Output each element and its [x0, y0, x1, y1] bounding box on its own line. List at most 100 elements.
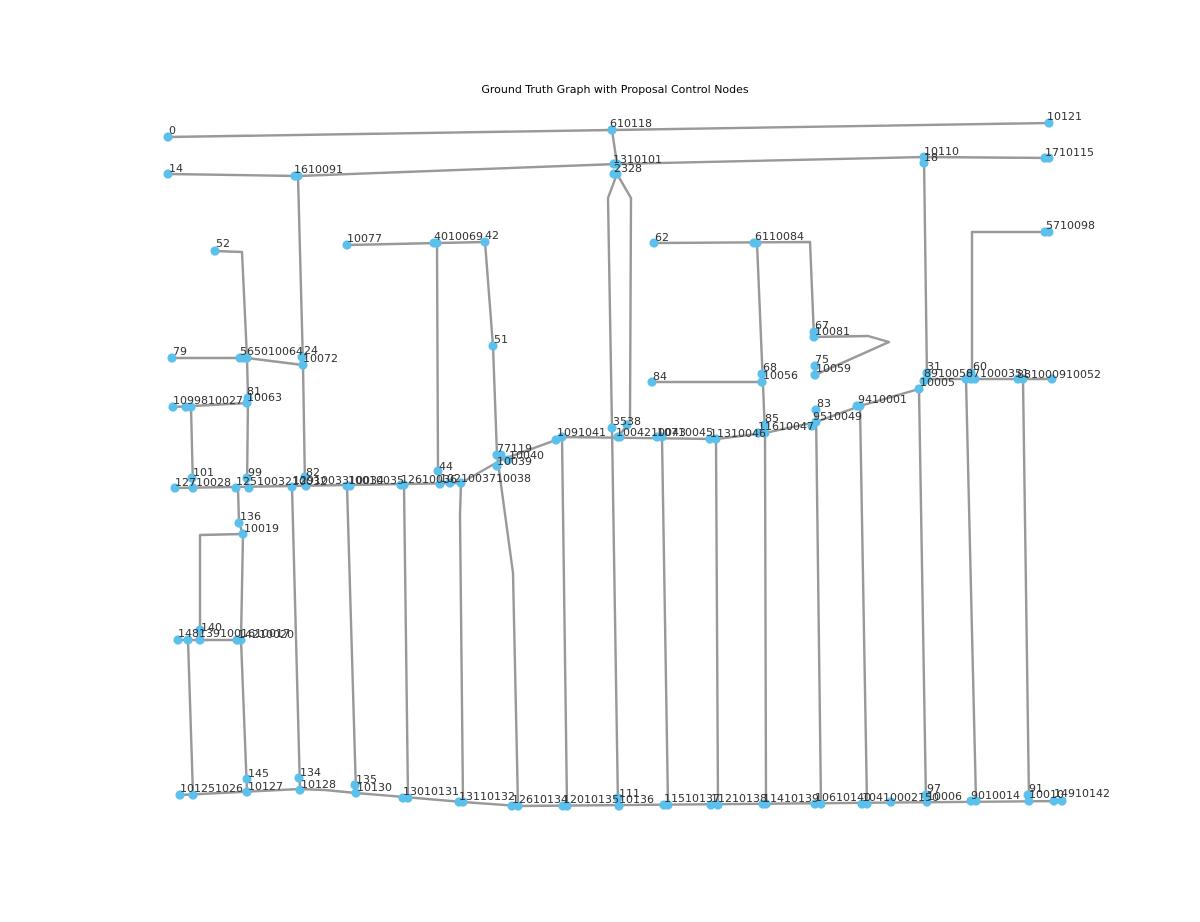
node-label: 2328 — [614, 162, 642, 175]
graph-node-10041 — [557, 432, 567, 442]
graph-node-10009 — [1018, 374, 1028, 384]
node-label: 10130 — [357, 781, 392, 794]
graph-node-68 — [757, 369, 767, 379]
graph-node-10064 — [242, 353, 252, 363]
graph-node-10098 — [1044, 227, 1054, 237]
graph-node-10072 — [298, 360, 308, 370]
graph-node-101 — [187, 473, 197, 483]
node-label: 1004210043 — [616, 426, 686, 439]
graph-node-10002 — [862, 799, 872, 809]
graph-node-62 — [649, 238, 659, 248]
node-label: 4010069 — [434, 230, 483, 243]
graph-node-135 — [350, 780, 360, 790]
graph-node-35 — [607, 423, 617, 433]
graph-node-10121 — [1044, 118, 1054, 128]
graph-node-10063 — [242, 398, 252, 408]
node-label: 11610047 — [758, 420, 814, 433]
node-label: 24 — [304, 344, 318, 357]
graph-edge — [755, 241, 768, 806]
node-label: 11310046 — [710, 427, 766, 440]
node-label: 111 — [619, 787, 640, 800]
graph-node-148 — [173, 635, 183, 645]
graph-node-85 — [760, 420, 770, 430]
graph-node-79 — [167, 353, 177, 363]
graph-edge — [296, 174, 307, 488]
node-label: 136 — [240, 510, 261, 523]
node-label: 91 — [1029, 782, 1043, 795]
node-label: 1310101 — [613, 153, 662, 166]
node-label: 10127 — [248, 780, 283, 793]
node-label: 10005 — [920, 376, 955, 389]
graph-node-10132 — [458, 797, 468, 807]
node-label: 6110084 — [755, 230, 804, 243]
graph-node-10140 — [816, 799, 826, 809]
node-label: 18 — [924, 151, 938, 164]
graph-node-10016 — [195, 635, 205, 645]
node-label: 3538 — [613, 415, 641, 428]
node-label: 10136 — [619, 793, 654, 806]
graph-node-23 — [612, 169, 622, 179]
graph-node-10131 — [403, 793, 413, 803]
node-label: 10081 — [815, 325, 850, 338]
graph-edge — [290, 485, 302, 792]
graph-node-10006 — [922, 797, 932, 807]
node-label: 10072 — [303, 352, 338, 365]
graph-edge — [858, 404, 869, 806]
graph-node-10126 — [188, 790, 198, 800]
graph-node-84 — [647, 377, 657, 387]
node-label: 1251003210032 — [236, 475, 327, 488]
node-label: 12610134 — [512, 793, 568, 806]
graph-node-10115 — [1044, 153, 1054, 163]
node-label: 99 — [248, 466, 262, 479]
graph-node-10046 — [711, 434, 721, 444]
graph-node-10142 — [1057, 796, 1067, 806]
graph-edge — [615, 172, 633, 439]
graph-node-136 — [234, 518, 244, 528]
node-label: 68 — [763, 361, 777, 374]
graph-node-10134 — [513, 801, 523, 811]
node-label: 1099810027 — [173, 394, 243, 407]
node-label: 81 — [247, 385, 261, 398]
graph-node-10050 — [922, 374, 932, 384]
node-label: 67 — [815, 319, 829, 332]
graph-edge — [964, 377, 978, 803]
node-label: 610118 — [610, 117, 652, 130]
node-label: 1481391001610017 — [178, 627, 290, 640]
node-label: 52 — [216, 237, 230, 250]
graph-node-10043 — [615, 432, 625, 442]
node-label: 42 — [485, 229, 499, 242]
graph-node-149 — [1049, 796, 1059, 806]
graph-node-10077 — [342, 240, 352, 250]
node-label: 12010135 — [563, 793, 619, 806]
node-label: 82 — [306, 466, 320, 479]
node-label: 0 — [169, 124, 176, 137]
graph-node-52 — [210, 246, 220, 256]
graph-node-134 — [294, 773, 304, 783]
graph-node-10035 — [345, 481, 355, 491]
graph-node-10014 — [971, 796, 981, 806]
node-label: 13110132 — [459, 790, 515, 803]
graph-node-99 — [242, 473, 252, 483]
node-label: 31 — [927, 360, 941, 373]
node-label: 85 — [765, 412, 779, 425]
graph-edge — [917, 387, 928, 804]
graph-node-10101 — [612, 159, 622, 169]
graph-node-10136 — [614, 801, 624, 811]
node-label: 14210020 — [238, 628, 294, 641]
graph-edge — [402, 483, 410, 800]
graph-node-10091 — [293, 171, 303, 181]
graph-node-10032 — [244, 483, 254, 493]
graph-node-116 — [753, 428, 763, 438]
node-label: 10121 — [1047, 110, 1082, 123]
graph-edge — [560, 435, 569, 808]
node-label: 9510049 — [813, 410, 862, 423]
node-label: 14 — [169, 162, 183, 175]
graph-edge — [1021, 377, 1031, 803]
node-label: 60 — [973, 360, 987, 373]
node-label: 12710028 — [175, 476, 231, 489]
graph-node-18 — [919, 158, 929, 168]
graph-node-10019 — [238, 529, 248, 539]
node-label: 11410139 — [763, 792, 819, 805]
graph-node-139 — [183, 635, 193, 645]
